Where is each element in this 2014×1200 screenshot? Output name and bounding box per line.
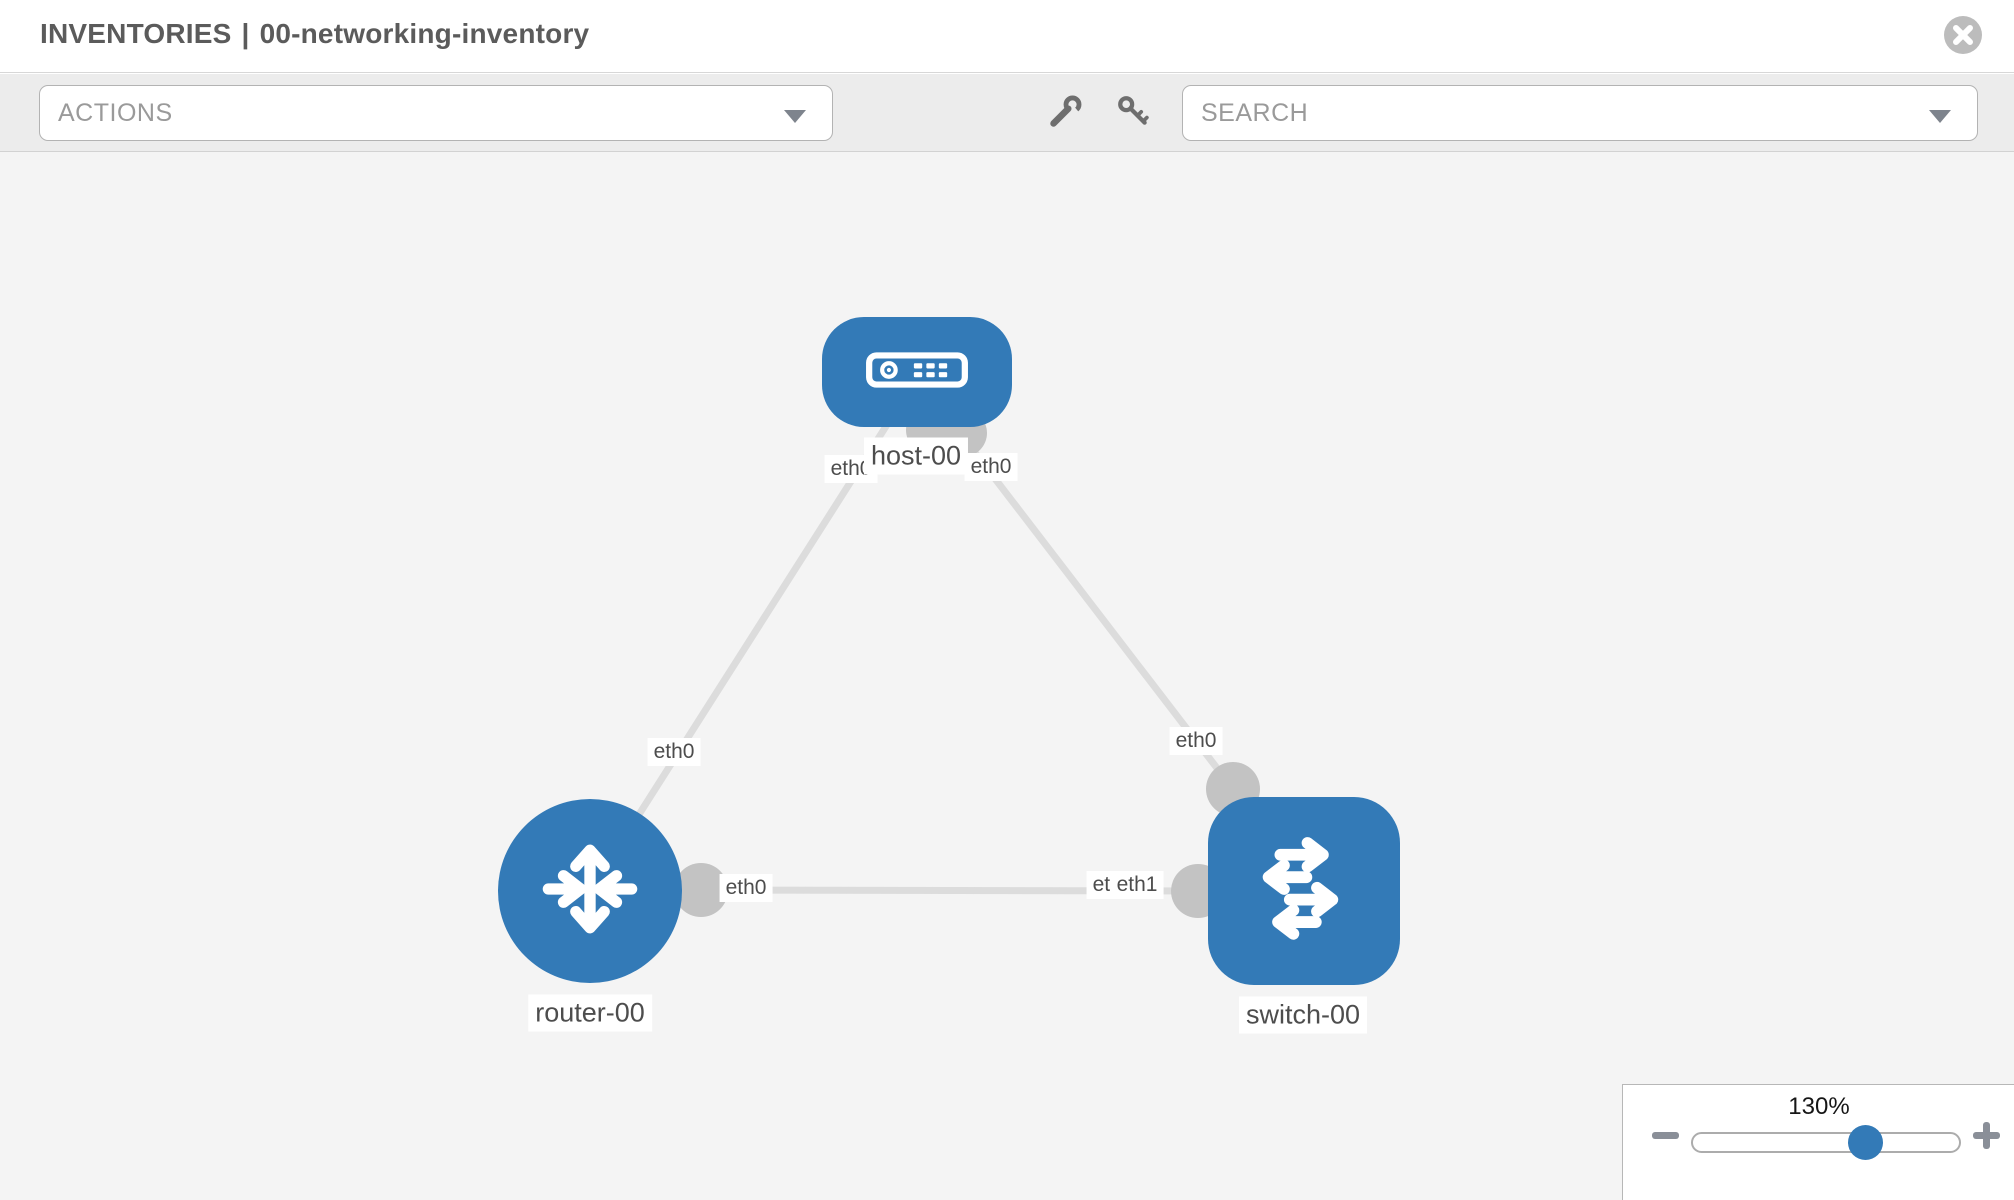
node-label-router-00: router-00 (528, 994, 652, 1032)
credentials-button[interactable] (1111, 91, 1155, 135)
actions-dropdown[interactable]: ACTIONS (39, 85, 833, 141)
node-router-00[interactable] (498, 799, 682, 983)
node-label-switch-00: switch-00 (1238, 996, 1368, 1034)
interface-label-router-eth0-uplink: eth0 (647, 738, 701, 766)
interface-label-switch-eth0: eth0 (1169, 727, 1223, 755)
toolbar: ACTIONS (0, 74, 2014, 152)
host-icon (865, 351, 969, 393)
minus-icon (1652, 1132, 1679, 1139)
link-host-router (607, 418, 893, 862)
node-host-00[interactable] (822, 317, 1012, 427)
topology-canvas[interactable]: host-00 router-00 switch-00 eth0 eth0 et… (0, 152, 2014, 1200)
wrench-icon (1049, 94, 1083, 133)
header-bar: INVENTORIES | 00-networking-inventory (0, 0, 2014, 73)
actions-dropdown-label: ACTIONS (58, 98, 173, 127)
caret-down-icon (784, 110, 806, 123)
configure-button[interactable] (1044, 91, 1088, 135)
caret-down-icon (1929, 110, 1951, 123)
zoom-in-button[interactable] (1973, 1122, 2000, 1159)
zoom-slider-track[interactable] (1691, 1125, 1961, 1160)
search-input[interactable]: SEARCH (1182, 85, 1978, 141)
node-switch-00[interactable] (1208, 797, 1400, 985)
search-placeholder: SEARCH (1201, 98, 1309, 127)
close-button[interactable] (1944, 16, 1982, 54)
interface-label-router-eth0: eth0 (719, 874, 773, 902)
router-icon (538, 837, 642, 946)
breadcrumb: INVENTORIES (40, 18, 232, 49)
zoom-percentage: 130% (1788, 1093, 1850, 1120)
zoom-out-button[interactable] (1652, 1132, 1679, 1139)
key-icon (1116, 94, 1150, 133)
node-label-host-00: host-00 (863, 437, 969, 475)
title-separator: | (241, 18, 250, 49)
switch-icon (1245, 830, 1363, 953)
zoom-slider-knob[interactable] (1848, 1125, 1883, 1160)
interface-label-switch-eth1: eth1 (1110, 871, 1164, 899)
links-layer (607, 406, 1260, 918)
plus-icon (1973, 1122, 2000, 1149)
zoom-control-panel: 130% (1622, 1084, 2014, 1200)
interface-connector (674, 863, 728, 917)
inventory-name: 00-networking-inventory (259, 18, 590, 49)
interface-label-host-eth0-right: eth0 (964, 453, 1018, 481)
page-title: INVENTORIES | 00-networking-inventory (40, 18, 589, 50)
